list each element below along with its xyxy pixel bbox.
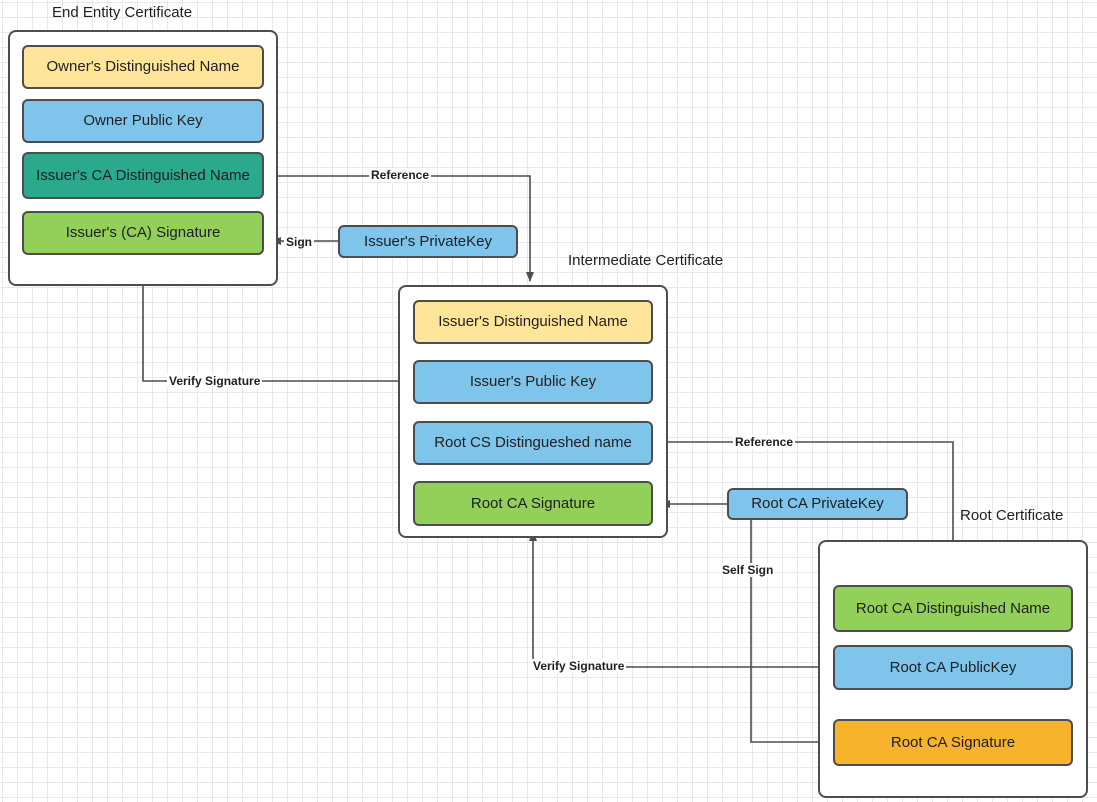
node-root-ca-signature-intermediate[interactable]: Root CA Signature	[413, 481, 653, 526]
node-root-cs-distingueshed-name[interactable]: Root CS Distingueshed name	[413, 421, 653, 465]
node-issuers-public-key[interactable]: Issuer's Public Key	[413, 360, 653, 404]
node-owner-public-key[interactable]: Owner Public Key	[22, 99, 264, 143]
edge-verify-signature-root	[529, 531, 833, 668]
node-owner-distinguished-name[interactable]: Owner's Distinguished Name	[22, 45, 264, 89]
edge-self-sign	[750, 520, 828, 746]
node-issuers-distinguished-name[interactable]: Issuer's Distinguished Name	[413, 300, 653, 344]
node-root-ca-distinguished-name[interactable]: Root CA Distinguished Name	[833, 585, 1073, 632]
node-issuers-privatekey[interactable]: Issuer's PrivateKey	[338, 225, 518, 258]
group-title-intermediate-certificate: Intermediate Certificate	[568, 252, 724, 269]
group-title-root-certificate: Root Certificate	[960, 507, 1064, 524]
edge-label-self-sign: Self Sign	[720, 563, 776, 577]
edge-label-verify-signature-root: Verify Signature	[531, 659, 627, 673]
edge-label-reference-bottom: Reference	[733, 435, 796, 449]
node-root-ca-privatekey[interactable]: Root CA PrivateKey	[727, 488, 908, 520]
node-root-ca-signature-root[interactable]: Root CA Signature	[833, 719, 1073, 766]
node-issuers-ca-signature[interactable]: Issuer's (CA) Signature	[22, 211, 264, 255]
edge-label-sign-end-entity: Sign	[284, 235, 314, 249]
node-root-ca-publickey[interactable]: Root CA PublicKey	[833, 645, 1073, 690]
group-title-end-entity-certificate: End Entity Certificate	[52, 4, 193, 21]
edge-label-verify-signature-intermediate: Verify Signature	[167, 374, 263, 388]
node-issuers-ca-distinguished-name[interactable]: Issuer's CA Distinguished Name	[22, 152, 264, 199]
edge-label-reference-top: Reference	[369, 168, 432, 182]
